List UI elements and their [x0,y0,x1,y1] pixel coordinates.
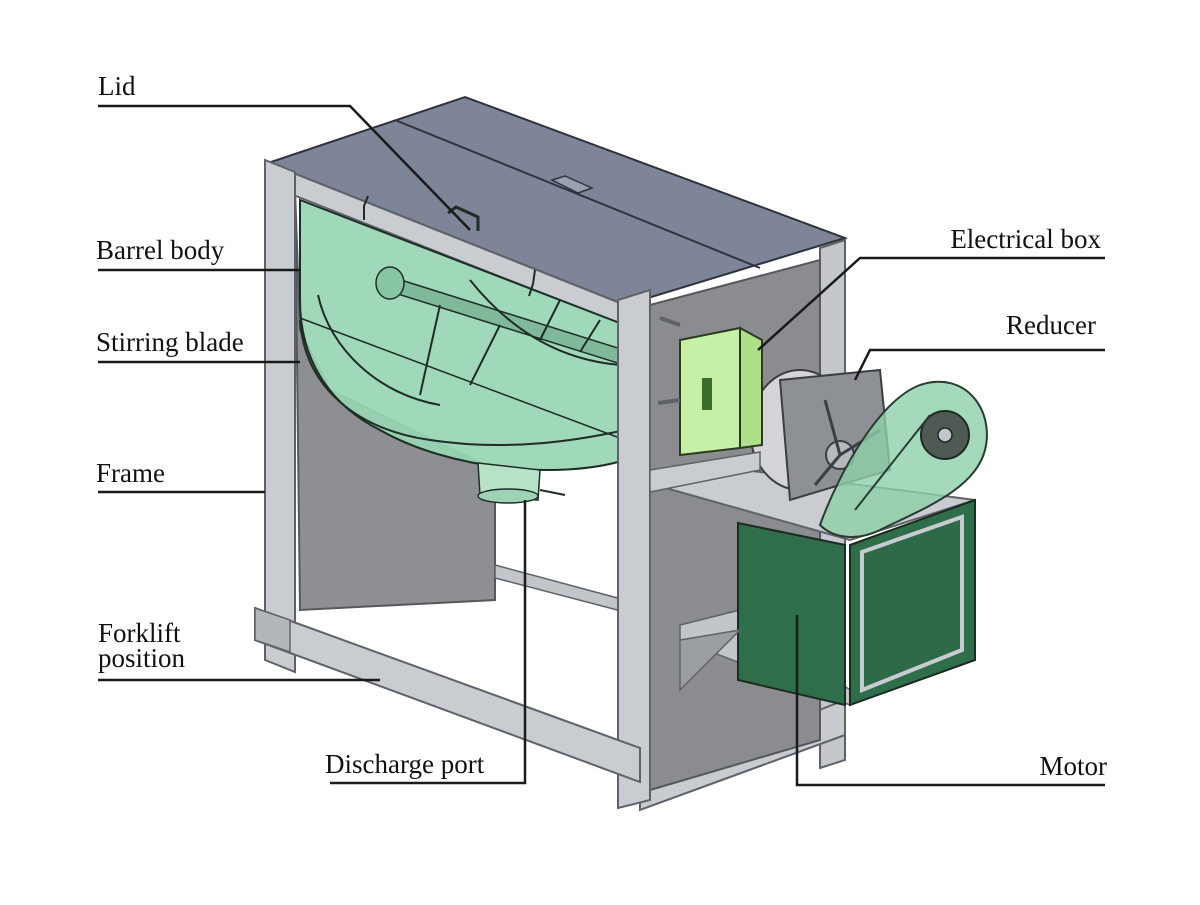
electrical-box-rail-2 [657,398,681,405]
motor-box-side-inner [860,514,964,693]
leader-discharge-port [330,500,527,785]
electrical-box-rail-1 [659,316,681,327]
reducer-spoke-1 [823,399,842,456]
label-lid: Lid [98,71,136,101]
pulley-center [937,427,953,443]
stirring-spoke-2 [469,324,501,386]
lid-handle-plate [549,175,595,194]
label-stirring-blade: Stirring blade [96,327,244,357]
barrel-body-shape [299,198,626,471]
leader-electrical-box [757,256,1105,351]
lid-hook-3 [528,269,536,297]
stirring-ribbon-1 [317,294,441,406]
stirring-spoke-3 [539,299,561,341]
discharge-lever [539,489,566,496]
leader-lid [98,104,471,231]
leader-reducer [853,348,1105,381]
label-frame: Frame [96,458,165,488]
label-forklift-line2: position [98,643,186,673]
barrel-divider [299,317,626,441]
lid-hook-1 [363,195,369,220]
label-discharge-port: Discharge port [325,749,485,779]
label-motor: Motor [1040,751,1108,781]
label-forklift-line1: Forklift [98,618,181,648]
leader-motor [795,615,1105,787]
frame-rail-side-lower [649,451,761,493]
electrical-box-tag [702,378,712,410]
electrical-box-side [739,326,763,450]
belt-line [854,414,931,511]
machine-illustration [254,95,988,812]
frame-post-front-left [264,158,296,674]
lid-seam [394,119,761,269]
stirring-spoke-1 [419,304,441,396]
discharge-port-rim [477,488,539,504]
stirring-spoke-4 [579,319,601,353]
label-electrical-box: Electrical box [950,224,1101,254]
label-barrel-body: Barrel body [96,235,225,265]
shaft-end-left [375,266,405,300]
barrel-curve [299,319,626,446]
forklift-channel [254,606,291,654]
reducer-spoke-3 [813,454,842,486]
stirring-ribbon-2 [469,279,621,366]
motor-box-front [737,521,846,707]
callout-labels: Lid Barrel body Stirring blade Frame For… [96,71,1107,781]
label-reducer: Reducer [1006,310,1096,340]
frame-post-front-middle [617,288,651,810]
leader-lines [98,104,1105,787]
frame-gusset [679,628,743,692]
frame-rail-inner-lower [494,564,626,613]
